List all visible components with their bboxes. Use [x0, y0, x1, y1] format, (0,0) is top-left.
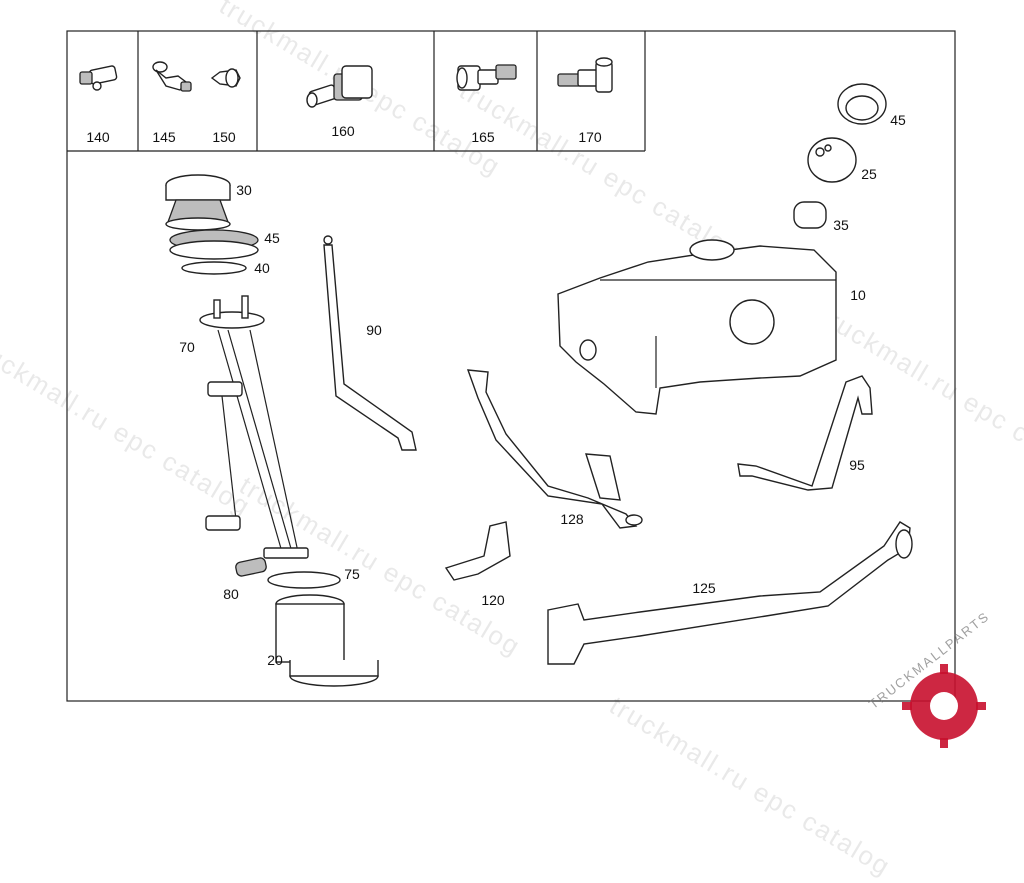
part-75-gasket — [267, 571, 341, 589]
label-170: 170 — [578, 129, 602, 145]
label-165: 165 — [471, 129, 495, 145]
label-25: 25 — [861, 166, 877, 182]
label-70: 70 — [179, 339, 195, 355]
brand-logo — [902, 664, 986, 748]
label-20: 20 — [267, 652, 283, 668]
part-120-bracket — [444, 521, 511, 581]
label-128: 128 — [560, 511, 584, 527]
part-45-filler-ring — [837, 83, 887, 125]
diagram-border — [66, 30, 956, 702]
label-160: 160 — [331, 123, 355, 139]
part-35-seal — [793, 201, 827, 229]
label-145: 145 — [152, 129, 176, 145]
label-75: 75 — [344, 566, 360, 582]
part-70-sender-unit — [199, 295, 309, 559]
part-45-lock-ring — [169, 229, 259, 260]
label-80: 80 — [223, 586, 239, 602]
part-170-tee — [557, 57, 613, 93]
part-40-seal — [181, 261, 247, 275]
label-125: 125 — [692, 580, 716, 596]
part-160-connector — [306, 65, 373, 108]
label-45-left: 45 — [264, 230, 280, 246]
label-150: 150 — [212, 129, 236, 145]
part-80-spring — [235, 557, 267, 577]
part-128-bracket — [466, 369, 643, 529]
label-45-right: 45 — [890, 112, 906, 128]
parts-diagram — [66, 30, 986, 748]
part-20-housing — [275, 594, 379, 687]
label-95: 95 — [849, 457, 865, 473]
part-90-strap — [323, 235, 417, 451]
part-95-strap — [737, 375, 873, 491]
part-25-cap-plate — [807, 137, 857, 183]
label-140: 140 — [86, 129, 110, 145]
part-145-fitting — [152, 61, 192, 92]
label-30: 30 — [236, 182, 252, 198]
part-30-pump-head — [165, 174, 231, 231]
part-125-pipe — [547, 521, 913, 665]
part-150-cap — [210, 68, 241, 88]
label-10: 10 — [850, 287, 866, 303]
part-140-valve — [79, 65, 118, 91]
label-90: 90 — [366, 322, 382, 338]
label-35: 35 — [833, 217, 849, 233]
part-10-tank — [557, 239, 837, 415]
label-120: 120 — [481, 592, 505, 608]
label-40: 40 — [254, 260, 270, 276]
thumbnail-row — [67, 31, 646, 152]
part-165-fitting — [456, 64, 517, 91]
